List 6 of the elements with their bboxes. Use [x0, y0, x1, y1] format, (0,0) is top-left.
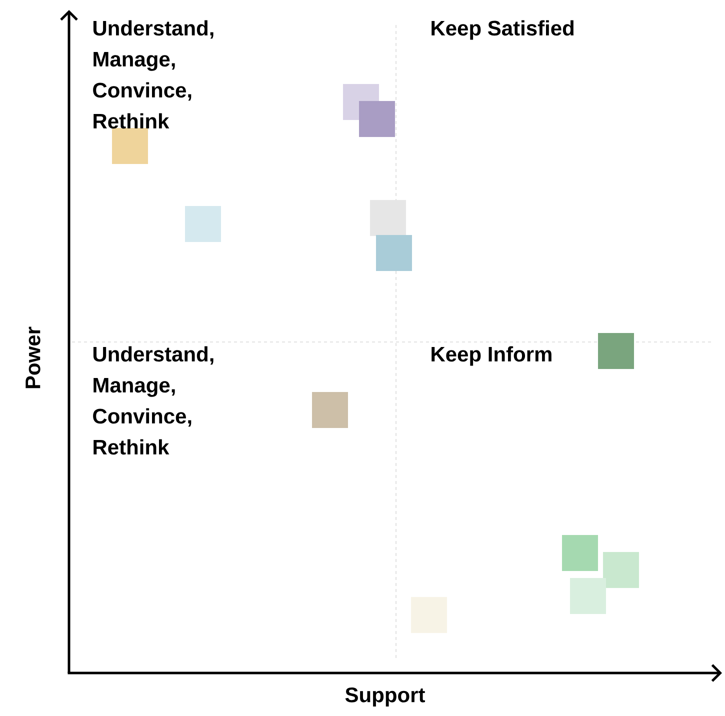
- axis-label: Support: [345, 688, 425, 707]
- quadrant-label: Keep Satisfied: [432, 20, 574, 40]
- quadrant-label: Keep Inform: [432, 346, 552, 366]
- quadrant-label: Understand, Manage, Convince, Rethink: [93, 346, 214, 455]
- quadrant-label: Understand, Manage, Convince, Rethink: [93, 20, 214, 129]
- axis-label: Power: [26, 326, 40, 388]
